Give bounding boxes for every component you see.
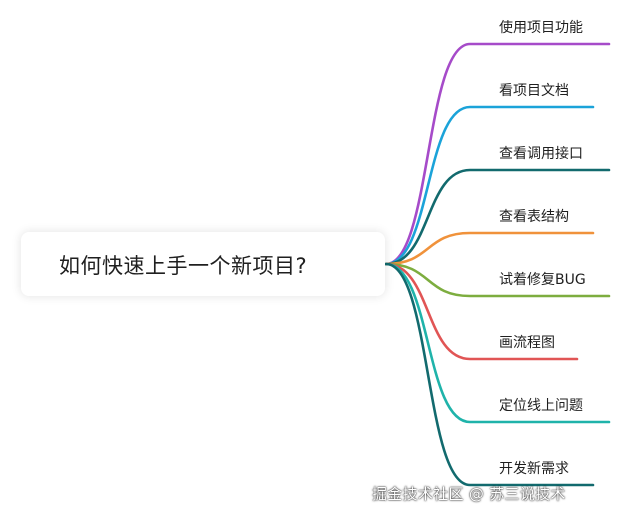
branch-connector	[384, 231, 595, 266]
branch-node-label[interactable]: 画流程图	[499, 335, 555, 351]
branch-node-label[interactable]: 定位线上问题	[499, 398, 583, 414]
branch-connector	[384, 168, 611, 266]
root-node[interactable]: 如何快速上手一个新项目?	[21, 232, 385, 296]
branch-node-label[interactable]: 查看表结构	[499, 209, 569, 225]
watermark: 掘金技术社区 @ 苏三说技术	[372, 485, 566, 503]
branch-connector	[384, 262, 579, 361]
branch-connector	[384, 262, 611, 298]
branch-connector	[384, 262, 595, 487]
branch-node-label[interactable]: 开发新需求	[499, 461, 569, 477]
branch-node-label[interactable]: 看项目文档	[499, 83, 569, 99]
branch-node-label[interactable]: 试着修复BUG	[499, 272, 586, 288]
branch-node-label[interactable]: 查看调用接口	[499, 146, 583, 162]
root-node-title: 如何快速上手一个新项目?	[59, 254, 308, 278]
branch-connector	[384, 105, 595, 266]
branch-node-label[interactable]: 使用项目功能	[499, 20, 583, 36]
branch-connector	[384, 42, 611, 266]
branch-connector	[384, 262, 611, 424]
